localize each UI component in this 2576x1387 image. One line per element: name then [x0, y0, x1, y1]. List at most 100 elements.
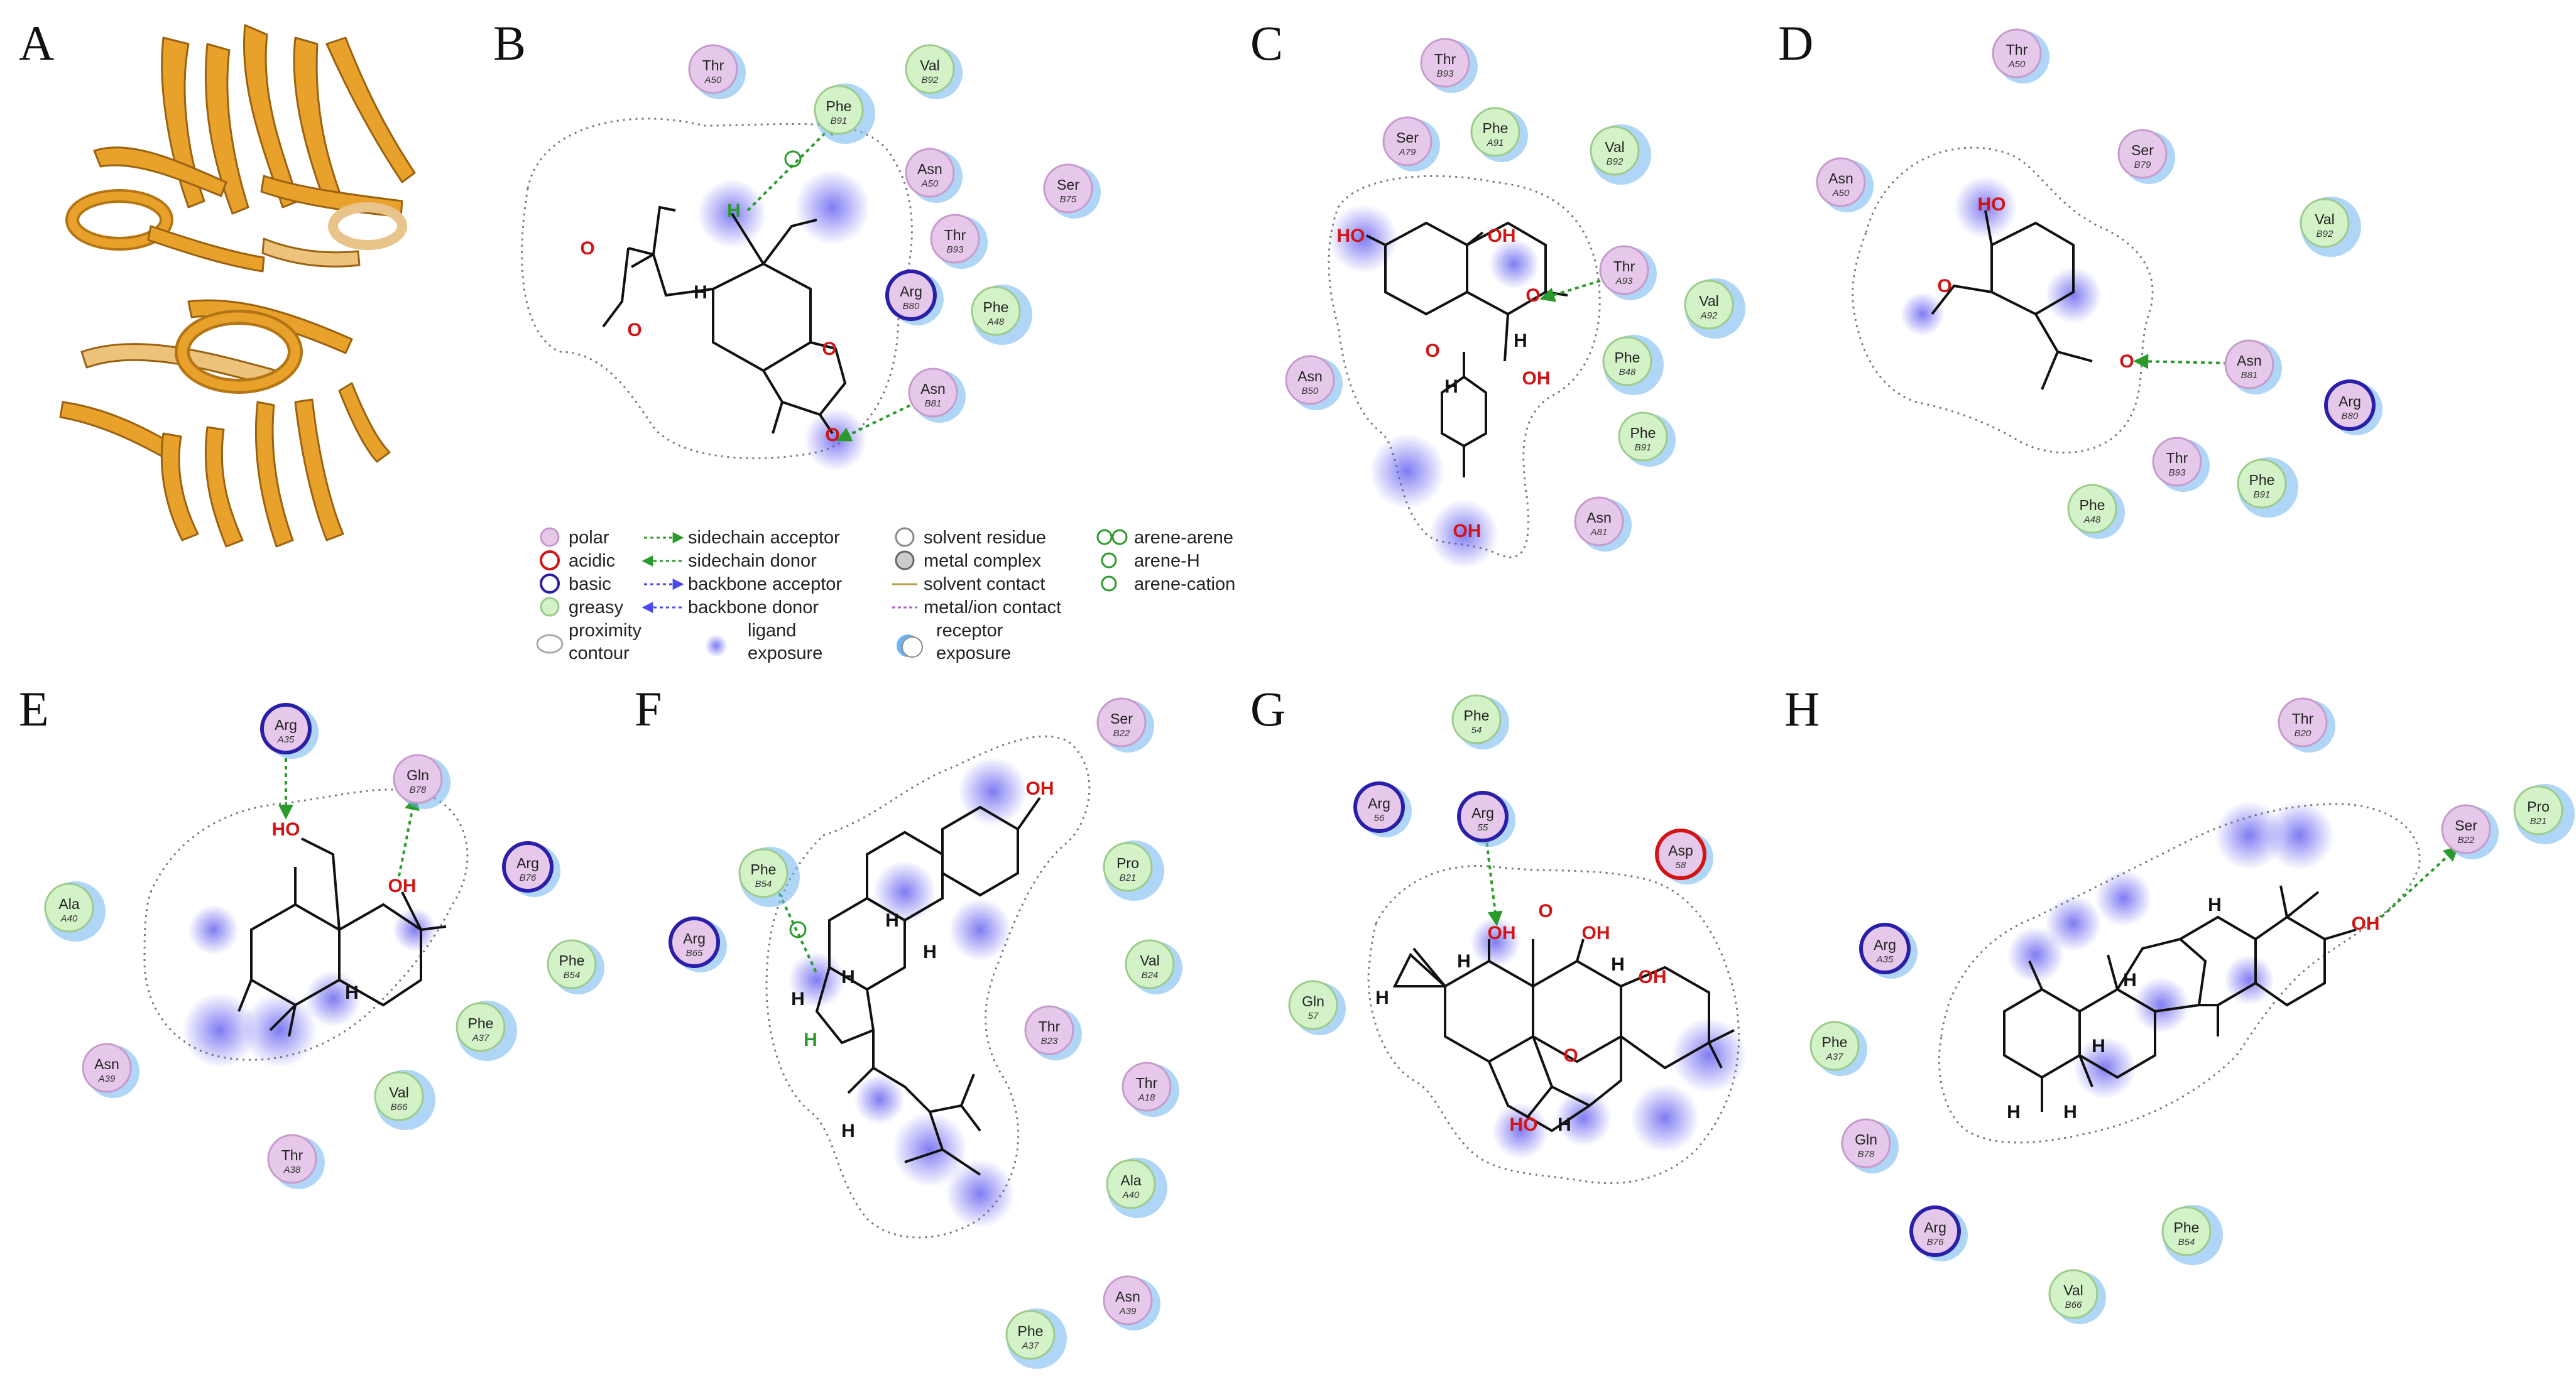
legend-solvent-residue: solvent residue	[924, 528, 1046, 548]
panel-f-diagram: OH H H H H H H	[761, 735, 1091, 1239]
legend-sidechain-acceptor: sidechain acceptor	[688, 528, 840, 548]
residue-number: B20	[2295, 728, 2311, 739]
residue-circle	[814, 85, 864, 135]
residue-number: B91	[1635, 442, 1652, 453]
residue-circle	[2117, 129, 2168, 179]
residue-number: A79	[1399, 147, 1416, 158]
residue-circle	[2152, 437, 2202, 487]
residue-name: Thr	[2292, 710, 2314, 727]
residue-number: B23	[1041, 1036, 1058, 1047]
atom-o-ether: O	[1563, 1045, 1578, 1066]
residue-circle	[1992, 28, 2042, 79]
residue-number: B93	[2169, 467, 2186, 478]
residue-number: A40	[1122, 1190, 1140, 1200]
ligand-exposure	[2007, 801, 2334, 1099]
residue-circle	[1599, 245, 1649, 295]
residue-name: Asn	[94, 1056, 119, 1072]
atom-oh-2: OH	[1582, 923, 1610, 944]
atom-o-1: O	[1525, 285, 1540, 306]
residue-circle	[971, 286, 1021, 336]
atom-oh-3: OH	[1453, 521, 1482, 541]
atom-h-3: H	[2092, 1036, 2105, 1057]
residue-number: A38	[283, 1165, 301, 1175]
atom-h-2: H	[2123, 970, 2137, 991]
residue-number: B48	[1619, 367, 1636, 378]
residue-number: B81	[925, 398, 942, 409]
atom-o-ketone: O	[1538, 901, 1553, 922]
residue-name: Thr	[1613, 258, 1635, 275]
residue-number: B93	[1437, 68, 1454, 79]
residue-circle	[2513, 785, 2563, 835]
atom-h-1: H	[2208, 895, 2222, 915]
residue-circle	[1618, 411, 1668, 462]
residue-circle	[669, 917, 720, 968]
residue-name: Val	[1140, 952, 1160, 969]
residue-number: B54	[2178, 1237, 2195, 1248]
panel-letter-f: F	[635, 682, 662, 736]
atom-oh-3: OH	[1639, 967, 1667, 987]
residue-circle	[1285, 355, 1335, 405]
residue-name: Ser	[1110, 710, 1133, 727]
residue-circle	[1103, 1275, 1153, 1325]
panel-c-diagram: HO OH O O H OH H OH	[1328, 175, 1615, 568]
residue-name: Arg	[900, 283, 922, 300]
residue-name: Pro	[2527, 798, 2550, 815]
residue-number: B78	[410, 785, 427, 795]
atom-oh-1: OH	[1488, 923, 1516, 944]
residue-number: A35	[1876, 954, 1894, 965]
residue-name: Ala	[1120, 1172, 1141, 1188]
residue-number: B66	[2065, 1300, 2082, 1310]
residue-name: Arg	[516, 855, 539, 871]
residue-name: Val	[2315, 211, 2335, 227]
residue-name: Asn	[917, 161, 942, 177]
legend-metal-complex: metal complex	[924, 551, 1041, 571]
residue-circle	[905, 44, 955, 94]
residue-number: B80	[2342, 411, 2359, 422]
residue-number: B76	[1927, 1237, 1944, 1248]
residue-number: A48	[2083, 514, 2101, 525]
atom-h-2: H	[1444, 376, 1458, 397]
residue-name: Val	[389, 1084, 409, 1101]
residue-circle	[2237, 459, 2287, 509]
residue-name: Thr	[702, 57, 724, 73]
residue-circle	[1859, 923, 1911, 974]
residue-circle	[1288, 980, 1338, 1030]
residue-circle	[1574, 496, 1624, 547]
hbond-sidechain-donor	[1539, 275, 1615, 302]
residue-number: B78	[1858, 1149, 1875, 1160]
residue-number: 56	[1374, 813, 1385, 824]
residue-name: Val	[1605, 139, 1625, 155]
atom-ho: HO	[1510, 1114, 1538, 1135]
residue-name: Asp	[1668, 842, 1693, 859]
residue-name: Thr	[1434, 51, 1456, 67]
atom-h-2: H	[1457, 951, 1471, 972]
residue-circle	[738, 848, 789, 898]
atom-o-1: O	[822, 339, 836, 359]
residue-circle	[1451, 694, 1502, 744]
residue-circle	[1684, 280, 1734, 330]
atom-h-1: H	[1514, 330, 1527, 351]
legend-ligand-exposure-swatch	[705, 634, 728, 657]
residue-name: Arg	[1368, 795, 1390, 812]
residue-number: B79	[2134, 160, 2151, 170]
residue-number: B54	[755, 879, 772, 889]
residue-number: A50	[2008, 59, 2026, 70]
residue-name: Asn	[1115, 1288, 1140, 1305]
atom-h-3: H	[841, 967, 855, 987]
